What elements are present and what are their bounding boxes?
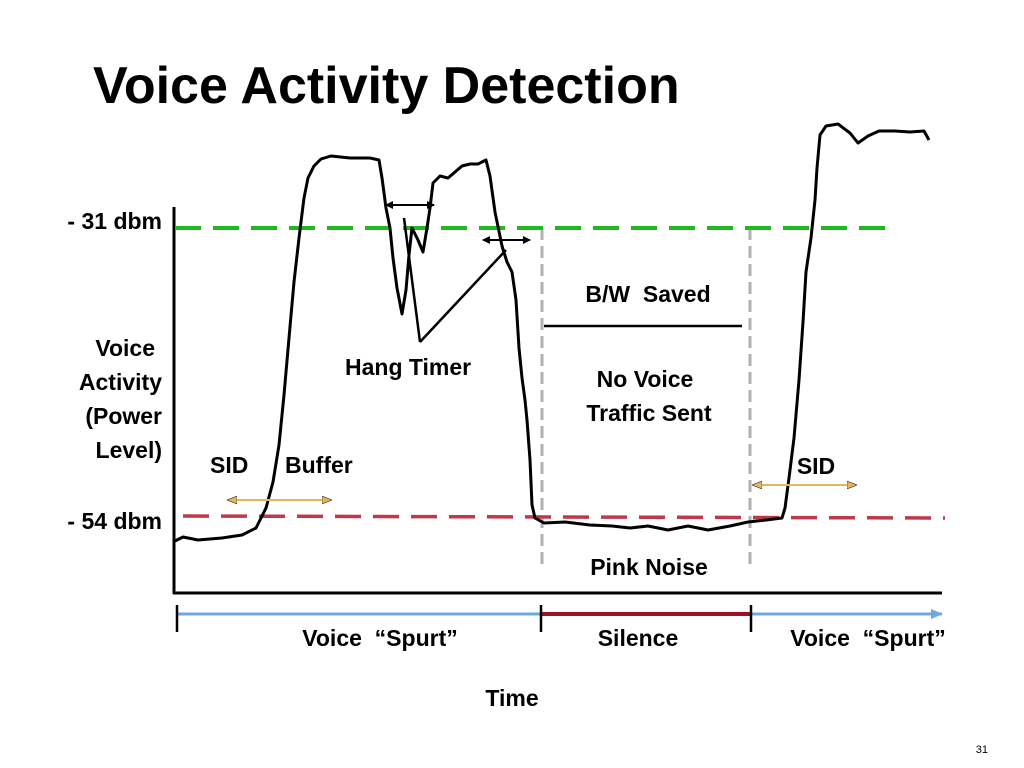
timeline-label-silence: Silence <box>598 625 679 651</box>
bw-saved-label: B/W Saved <box>585 281 710 307</box>
y-axis-label-line-4: Level) <box>96 437 162 463</box>
timeline-label-voice-spurt-1: Voice “Spurt” <box>302 625 458 651</box>
time-axis-label: Time <box>485 685 538 711</box>
hang-timer-label: Hang Timer <box>345 354 471 380</box>
timeline-label-voice-spurt-2: Voice “Spurt” <box>790 625 946 651</box>
slide-title: Voice Activity Detection <box>93 57 680 115</box>
page-number: 31 <box>975 744 988 756</box>
sid-right-label: SID <box>797 453 835 479</box>
pink-noise-label: Pink Noise <box>590 554 708 580</box>
y-axis-label-line-1: Voice <box>95 335 155 361</box>
level-low-label: - 54 dbm <box>67 508 162 534</box>
level-high-label: - 31 dbm <box>67 208 162 234</box>
y-axis-label-line-3: (Power <box>85 403 162 429</box>
sid-buffer-label-buffer: Buffer <box>285 452 353 478</box>
no-voice-label-line-2: Traffic Sent <box>586 400 712 426</box>
sid-buffer-label-sid: SID <box>210 452 248 478</box>
threshold-low-line <box>182 514 946 520</box>
voice-power-trace <box>174 122 931 543</box>
hang-timer-pointer-right <box>419 249 507 343</box>
y-axis-label-line-2: Activity <box>79 369 162 395</box>
no-voice-label-line-1: No Voice <box>597 366 694 392</box>
hang-timer-pointer-left <box>402 217 422 343</box>
